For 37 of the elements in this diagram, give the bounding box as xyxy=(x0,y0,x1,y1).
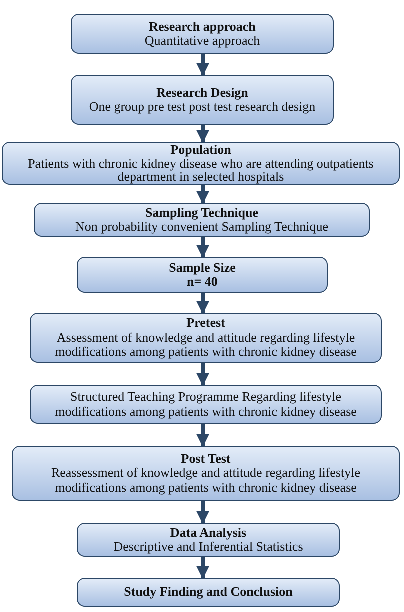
box-heading: Data Analysis xyxy=(170,526,247,540)
box-text: Non probability convenient Sampling Technique xyxy=(75,220,329,234)
arrow xyxy=(196,363,210,386)
arrow xyxy=(196,125,210,144)
process-box xyxy=(2,142,400,185)
process-box xyxy=(30,385,382,424)
arrow xyxy=(196,557,210,580)
box-heading: Research approach xyxy=(149,20,256,34)
arrow xyxy=(196,185,210,204)
box-text: Sample Size xyxy=(169,260,236,275)
process-box xyxy=(77,578,340,607)
box-text: Patients with chronic kidney disease who are attending outpatients department in selected hospitals xyxy=(27,156,375,184)
box-text: Structured Teaching Programme Regarding lifestyle modifications among patients with chronic kidney disease xyxy=(54,390,358,419)
box-text: One group pre test post test research design xyxy=(89,100,316,114)
arrow xyxy=(196,293,210,314)
arrow xyxy=(196,424,210,448)
process-box xyxy=(71,75,334,125)
process-box xyxy=(12,446,400,501)
box-text: Descriptive and Inferential Statistics xyxy=(114,540,304,554)
box-text: Assessment of knowledge and attitude regarding lifestyle modifications among patients with chronic kidney disease xyxy=(54,330,358,360)
box-text: Reassessment of knowledge and attitude regarding lifestyle modifications among patients with chronic kidney disease xyxy=(50,466,362,496)
arrow xyxy=(196,237,210,258)
process-box xyxy=(30,313,382,363)
box-heading: Sampling Technique xyxy=(145,206,259,220)
arrow xyxy=(196,54,210,76)
box-text: Quantitative approach xyxy=(144,34,260,48)
box-heading: Pretest xyxy=(186,316,226,331)
process-box xyxy=(77,523,340,557)
box-text: Study Finding and Conclusion xyxy=(124,585,293,600)
box-heading: Post Test xyxy=(181,452,231,466)
box-heading: Population xyxy=(170,143,232,157)
process-box xyxy=(77,257,328,293)
box-heading: Research Design xyxy=(156,86,248,100)
arrow xyxy=(196,501,210,524)
process-box xyxy=(71,14,334,54)
box-text: n= 40 xyxy=(187,275,218,290)
process-box xyxy=(34,203,370,237)
